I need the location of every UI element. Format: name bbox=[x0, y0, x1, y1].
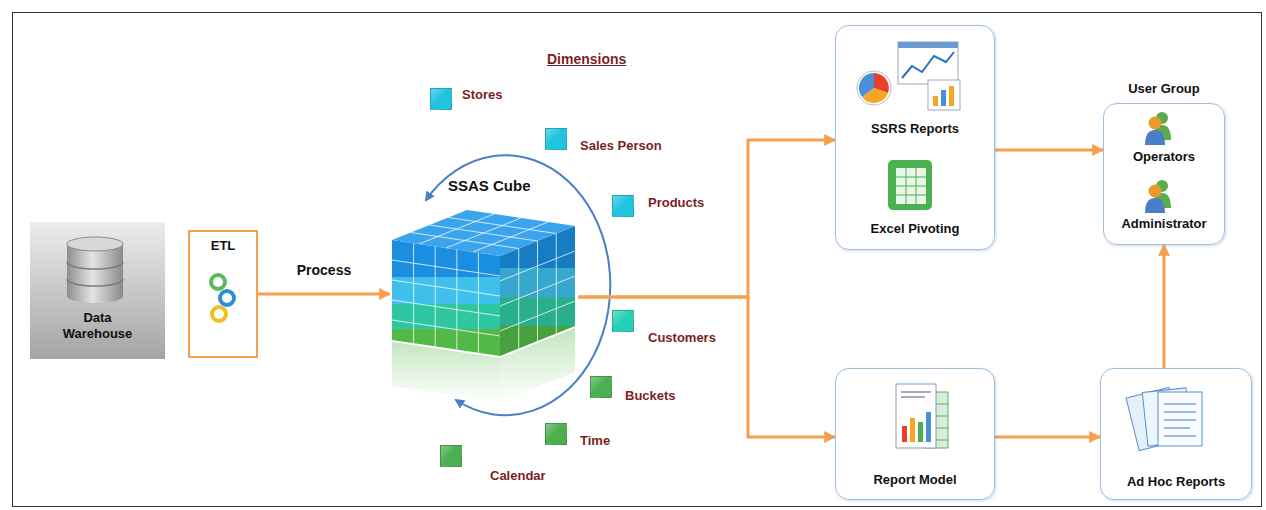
cube-illustration bbox=[556, 234, 557, 334]
user-icon bbox=[1145, 198, 1165, 213]
cube-illustration bbox=[413, 243, 414, 343]
etl-icon bbox=[212, 307, 226, 321]
cube-illustration bbox=[392, 210, 575, 256]
dimension-swatch bbox=[440, 445, 462, 467]
etl-icon bbox=[220, 291, 234, 305]
node-text: Ad Hoc Reports bbox=[1127, 474, 1225, 490]
report-model-box: Report Model bbox=[835, 368, 995, 500]
user-icon bbox=[1145, 112, 1171, 145]
etl-icon bbox=[211, 275, 225, 289]
adhoc-icon bbox=[1126, 387, 1202, 450]
ssrs-icon bbox=[928, 80, 960, 110]
report-model-icon bbox=[902, 426, 907, 442]
excel-icon bbox=[896, 168, 926, 204]
warehouse-icon bbox=[67, 289, 123, 303]
ssrs-icon bbox=[941, 90, 946, 106]
cube-illustration bbox=[392, 260, 500, 276]
section-heading: Dimensions bbox=[547, 51, 626, 67]
flow-arrow bbox=[995, 436, 1100, 439]
report-model-icon bbox=[896, 384, 936, 448]
ssrs-icon bbox=[857, 42, 960, 110]
dimension-label: Sales Person bbox=[580, 138, 662, 154]
report-model-icon bbox=[910, 418, 915, 442]
flow-arrow bbox=[995, 149, 1103, 152]
cube-illustration bbox=[392, 240, 500, 356]
node-text: SSRS Reports bbox=[871, 121, 959, 137]
etl-icon bbox=[211, 275, 234, 321]
dimension-swatch bbox=[545, 423, 567, 445]
adhoc-icon bbox=[1164, 404, 1196, 436]
dimension-label: Customers bbox=[648, 330, 716, 346]
dimension-label: Time bbox=[580, 433, 610, 449]
dimension-label: Buckets bbox=[625, 388, 676, 404]
ssrs-icon bbox=[857, 71, 891, 105]
etl-box: ETL bbox=[188, 230, 258, 358]
ssrs-icon bbox=[859, 73, 874, 97]
report-panel: SSRS ReportsExcel Pivoting bbox=[835, 25, 995, 250]
warehouse-box: Data Warehouse bbox=[30, 222, 165, 359]
ssrs-icon bbox=[898, 42, 958, 48]
flow-arrow bbox=[578, 297, 835, 437]
cube-illustration bbox=[435, 246, 436, 346]
cube-illustration bbox=[392, 280, 500, 296]
cube-illustration bbox=[392, 320, 500, 336]
cube-illustration bbox=[392, 210, 575, 402]
warehouse-icon bbox=[67, 237, 123, 251]
cube-node: SSAS Cube bbox=[390, 176, 578, 361]
node-text: Operators bbox=[1133, 149, 1195, 165]
excel-icon bbox=[888, 160, 932, 210]
dimension-label: Stores bbox=[462, 87, 502, 103]
ssrs-icon bbox=[933, 96, 938, 106]
cube-illustration bbox=[392, 214, 575, 353]
excel-icon bbox=[888, 160, 932, 210]
dimension-swatch bbox=[430, 88, 452, 110]
cube-illustration bbox=[478, 253, 479, 353]
warehouse-icon bbox=[30, 222, 165, 359]
rotation-arrow bbox=[426, 155, 610, 415]
node-text: ETL bbox=[211, 238, 236, 254]
adhoc-icon bbox=[1158, 392, 1202, 446]
report-model-icon bbox=[896, 384, 948, 448]
user-icon bbox=[1149, 117, 1162, 130]
ssrs-icon bbox=[902, 52, 954, 78]
cube-illustration bbox=[392, 300, 500, 316]
flow-arrow bbox=[578, 140, 835, 297]
user-icon bbox=[1145, 130, 1165, 145]
dimension-swatch bbox=[590, 376, 612, 398]
node-text: Excel Pivoting bbox=[871, 221, 960, 237]
flow-arrow bbox=[258, 293, 390, 296]
cube-illustration bbox=[456, 250, 457, 350]
node-text: Administrator bbox=[1121, 216, 1206, 232]
dimension-swatch bbox=[545, 128, 567, 150]
report-model-icon bbox=[901, 392, 931, 397]
ssrs-icon bbox=[949, 86, 954, 106]
dimension-swatch bbox=[612, 195, 634, 217]
ssrs-icon bbox=[898, 42, 958, 84]
node-text: User Group bbox=[1128, 81, 1200, 97]
cube-illustration bbox=[500, 301, 575, 331]
edge-label: Process bbox=[295, 262, 353, 278]
frame bbox=[13, 13, 1262, 507]
user-icon bbox=[1149, 185, 1162, 198]
node-text: Data Warehouse bbox=[48, 310, 148, 342]
node-text: SSAS Cube bbox=[448, 178, 531, 194]
dimension-swatch bbox=[612, 310, 634, 332]
warehouse-icon bbox=[30, 222, 165, 359]
flow-arrow bbox=[1163, 245, 1166, 368]
adhoc-box: Ad Hoc Reports bbox=[1100, 368, 1252, 500]
dimension-label: Products bbox=[648, 195, 704, 211]
user-icon bbox=[1145, 180, 1171, 213]
cube-illustration bbox=[473, 222, 548, 252]
report-model-icon bbox=[918, 422, 923, 442]
node-text: Report Model bbox=[873, 472, 956, 488]
dimension-label: Calendar bbox=[490, 468, 546, 484]
report-model-icon bbox=[926, 412, 931, 442]
user-group-box: User GroupOperatorsAdministrator bbox=[1103, 103, 1225, 245]
cube-illustration bbox=[500, 276, 575, 306]
warehouse-icon bbox=[67, 262, 123, 286]
warehouse-icon bbox=[67, 244, 123, 296]
excel-icon bbox=[896, 168, 926, 204]
